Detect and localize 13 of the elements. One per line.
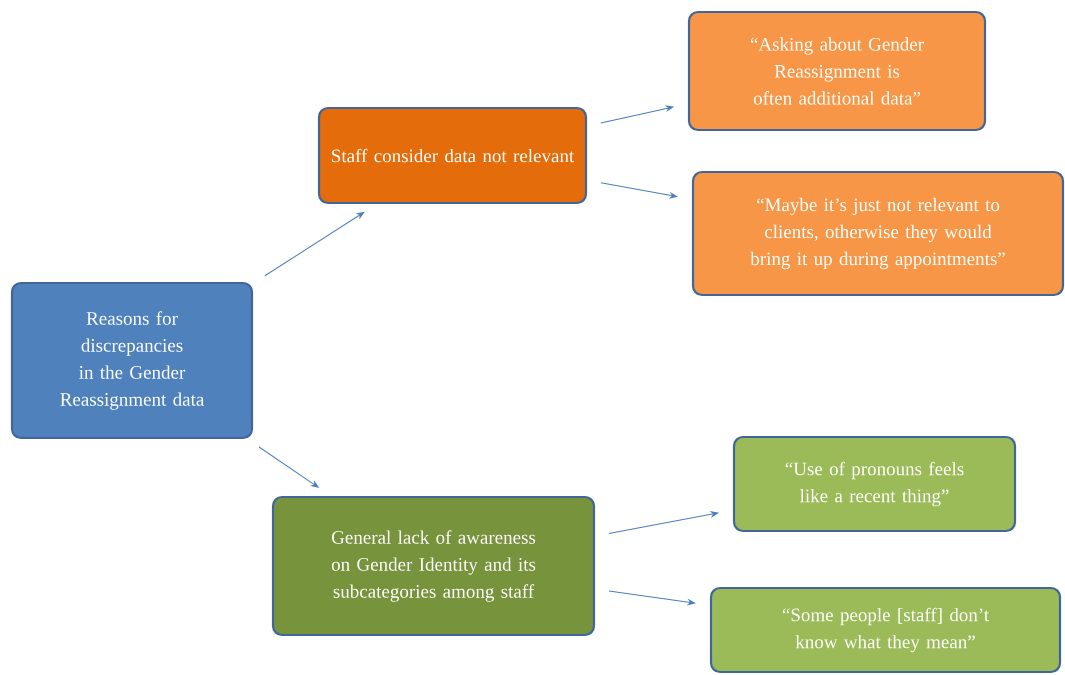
text-box: General lack of awareness on Gender Identity and its subcategories among staff (271, 495, 596, 637)
text-box: “Asking about Gender Reassignment is often additional data” (687, 10, 987, 132)
text-box: “Maybe it’s just not relevant to clients, otherwise they would bring it up during appointments” (691, 170, 1065, 297)
text-box: “Use of pronouns feels like a recent thing” (732, 435, 1017, 533)
text-box: “Some people [staff] don’t know what they mean” (709, 586, 1062, 674)
arrow (264, 211, 365, 277)
arrow (608, 511, 719, 534)
arrow (608, 590, 696, 606)
arrow (258, 446, 319, 488)
text-box: Reasons for discrepancies in the Gender Reassignment data (10, 281, 254, 440)
text-box: Staff consider data not relevant (317, 106, 588, 205)
arrow (600, 182, 678, 199)
arrow (600, 105, 674, 124)
